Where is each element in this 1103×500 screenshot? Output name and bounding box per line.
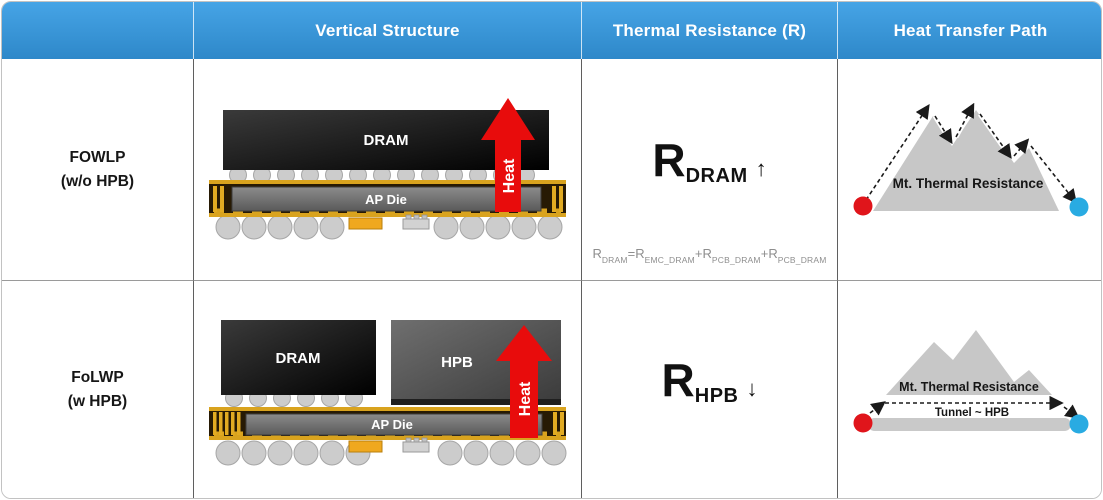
row2-label-line2: (w HPB) xyxy=(67,392,128,410)
heat-arrow-label: Heat xyxy=(501,157,518,192)
dram-label: DRAM xyxy=(364,132,409,149)
r-symbol: R xyxy=(661,353,695,406)
row1-label-line2: (w/o HPB) xyxy=(60,172,135,190)
ap-die-block xyxy=(231,186,542,211)
r-hpb-expression: RHPB ↓ xyxy=(662,353,758,407)
passive-components xyxy=(348,214,430,229)
row1-label-line1: FOWLP xyxy=(69,149,126,167)
bga-balls xyxy=(215,440,567,466)
row2-thermal-resistance-cell: RHPB ↓ xyxy=(581,280,837,498)
row1-label: FOWLP (w/o HPB) xyxy=(2,59,193,280)
bga-balls xyxy=(215,214,563,239)
cold-node-dot xyxy=(1069,197,1089,216)
heat-arrow xyxy=(496,325,552,438)
r-dram-expression: RDRAM ↑ xyxy=(652,133,766,187)
dram-label: DRAM xyxy=(276,350,321,367)
r-subscript: HPB xyxy=(694,384,739,407)
hpb-bond-layer xyxy=(391,399,561,405)
hot-node-dot xyxy=(853,413,873,433)
mountain-path-diagram: Mt. Thermal Resistance xyxy=(853,102,1089,216)
ap-die-label: AP Die xyxy=(365,192,407,207)
hot-node-dot xyxy=(853,196,873,215)
row1-heat-path-cell: Mt. Thermal Resistance xyxy=(837,59,1101,280)
r-dram-formula: RDRAM=REMC_DRAM+RPCB_DRAM+RPCB_DRAM xyxy=(592,246,827,265)
row2-label-line1: FoLWP xyxy=(71,369,124,387)
mountain-label: Mt. Thermal Resistance xyxy=(893,176,1044,191)
row2-vertical-structure-cell: DRAM HPB xyxy=(193,280,581,498)
folwp-package-diagram: DRAM HPB xyxy=(209,320,567,466)
climb-path xyxy=(863,102,1077,204)
substrate: AP Die xyxy=(209,407,566,440)
header-thermal-resistance: Thermal Resistance (R) xyxy=(581,2,837,59)
heat-arrow xyxy=(481,97,535,212)
fowlp-package-diagram: DRAM AP Die xyxy=(209,97,566,239)
cold-node-dot xyxy=(1069,414,1089,434)
down-arrow-icon: ↓ xyxy=(746,375,758,401)
mountain-label: Mt. Thermal Resistance xyxy=(899,380,1039,394)
row1-vertical-structure-cell: DRAM AP Die xyxy=(193,59,581,280)
tunnel-path xyxy=(869,395,1080,419)
hpb-label: HPB xyxy=(441,354,473,371)
heat-arrow-label: Heat xyxy=(517,381,534,416)
passive-components xyxy=(348,437,430,453)
header-corner-cell xyxy=(2,2,193,59)
header-heat-transfer-path: Heat Transfer Path xyxy=(837,2,1101,59)
hpb-tunnel-bar xyxy=(868,418,1071,431)
tunnel-label: Tunnel ~ HPB xyxy=(935,407,1009,419)
ap-die-block xyxy=(245,413,543,436)
row1-thermal-resistance-cell: RDRAM ↑ RDRAM=REMC_DRAM+RPCB_DRAM+RPCB_DR… xyxy=(581,59,837,280)
ap-die-label: AP Die xyxy=(371,417,413,432)
mountain xyxy=(886,330,1052,395)
header-vertical-structure: Vertical Structure xyxy=(193,2,581,59)
r-symbol: R xyxy=(652,133,686,186)
row2-heat-path-cell: Mt. Thermal Resistance Tunnel ~ HPB xyxy=(837,280,1101,498)
r-subscript: DRAM xyxy=(685,164,748,187)
up-arrow-icon: ↑ xyxy=(755,155,767,181)
row2-label: FoLWP (w HPB) xyxy=(2,280,193,498)
dram-block xyxy=(221,320,376,395)
tunnel-path-diagram: Mt. Thermal Resistance Tunnel ~ HPB xyxy=(853,330,1089,434)
mountain xyxy=(873,109,1059,211)
